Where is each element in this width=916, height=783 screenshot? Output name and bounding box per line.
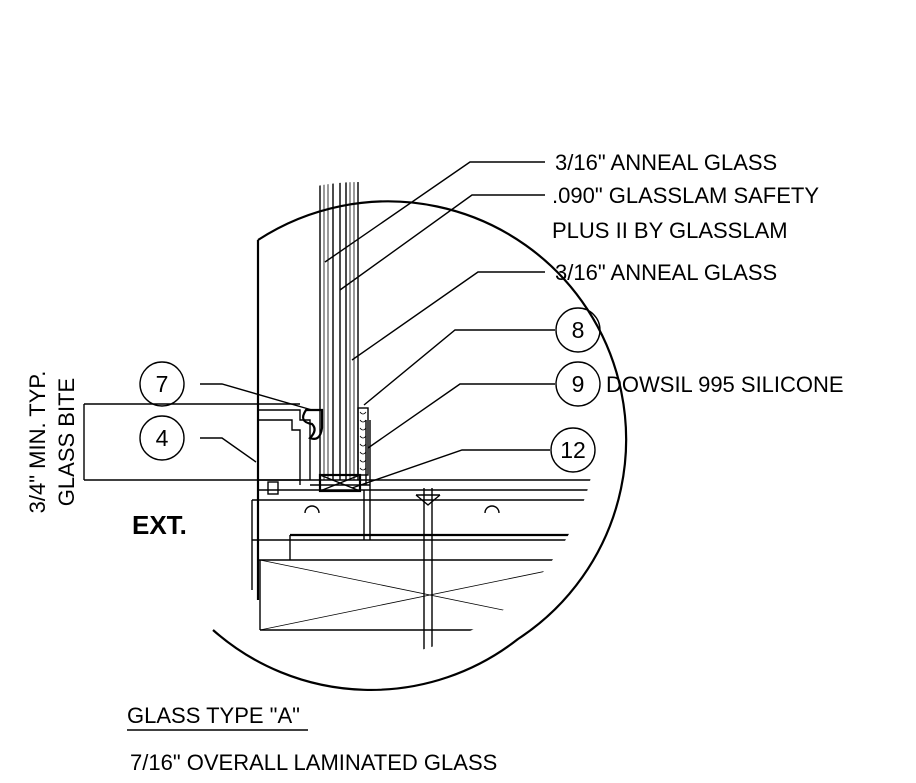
caption-subtitle: 7/16" OVERALL LAMINATED GLASS: [130, 750, 497, 775]
laminated-glass: [319, 182, 359, 480]
bubble-12: 12: [550, 427, 596, 473]
bubble-7-text: 7: [156, 371, 169, 397]
dimension-line2: GLASS BITE: [54, 378, 79, 506]
callout-interlayer-line2: PLUS II BY GLASSLAM: [552, 218, 788, 243]
fastener: [415, 488, 441, 658]
frame-extrusion: [251, 409, 598, 590]
bubble-8: 8: [555, 307, 601, 353]
silicone-bead: [357, 407, 369, 476]
dimension-line1: 3/4" MIN. TYP.: [25, 371, 50, 514]
setting-block: [318, 473, 362, 493]
caption-title: GLASS TYPE "A": [127, 703, 300, 728]
bubble-8-text: 8: [572, 317, 585, 343]
callout-interlayer-line1: .090" GLASSLAM SAFETY: [552, 183, 819, 208]
bubble-12-text: 12: [560, 437, 586, 463]
bubble-4-text: 4: [156, 425, 169, 451]
callout-silicone: DOWSIL 995 SILICONE: [606, 372, 844, 397]
callout-glass-outer: 3/16" ANNEAL GLASS: [555, 150, 777, 175]
bubble-9: 9: [555, 361, 601, 407]
bubble-4: 4: [139, 415, 185, 461]
bubble-9-text: 9: [572, 371, 585, 397]
ext-label: EXT.: [132, 510, 187, 540]
gasket: [302, 408, 324, 440]
leader-lines: [83, 161, 555, 489]
bubble-7: 7: [139, 361, 185, 407]
callout-glass-inner: 3/16" ANNEAL GLASS: [555, 260, 777, 285]
section-geometry: [251, 182, 598, 658]
